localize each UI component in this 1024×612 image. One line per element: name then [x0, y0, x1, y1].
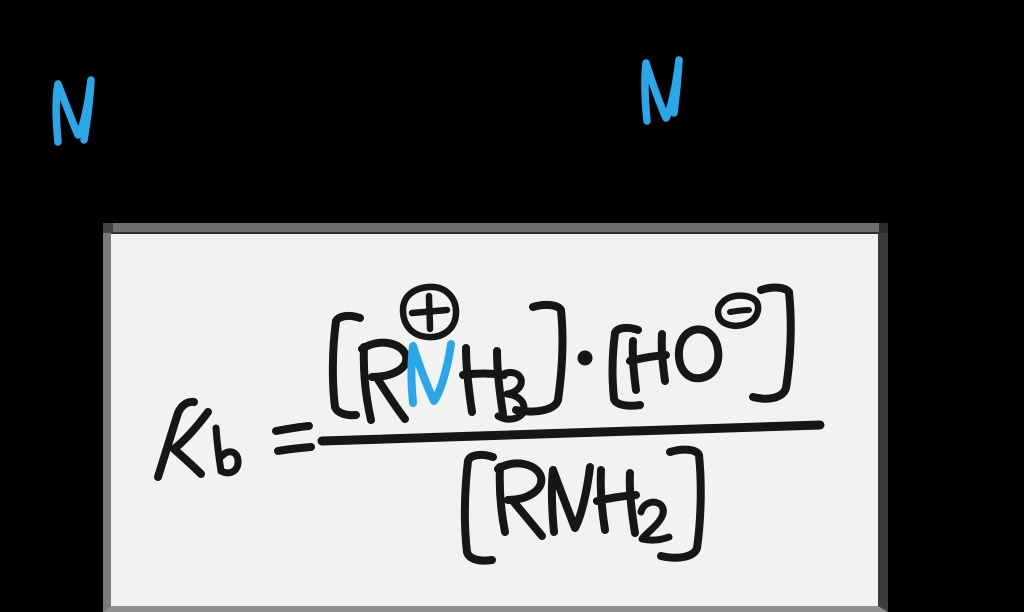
charge-circle: [714, 292, 762, 329]
dot-mark: [577, 350, 593, 366]
subscript-2: [637, 498, 673, 544]
fraction-bar: [317, 420, 825, 446]
open-bracket: [460, 450, 497, 565]
glyph-R-loop: [358, 338, 411, 381]
minus-charge-icon: [714, 292, 762, 329]
equals-stroke: [272, 422, 313, 435]
glyph-R-stem: [359, 343, 375, 424]
open-bracket: [328, 311, 364, 420]
equals-stroke: [274, 443, 315, 455]
glyph-b-subscript-stroke: [212, 424, 225, 475]
letter-n-stroke: [52, 76, 95, 146]
glyph-R-leg: [373, 374, 409, 423]
glyph-R-loop: [494, 459, 546, 504]
close-bracket: [657, 445, 705, 562]
glyph-R-stem: [495, 463, 509, 536]
open-bracket: [608, 323, 644, 410]
subscript-3: [494, 369, 528, 423]
glyph-N: [547, 463, 594, 536]
glyph-H-stroke: [625, 469, 639, 537]
kb-symbol: [154, 397, 242, 481]
glyph-H-crossbar: [626, 351, 670, 365]
glyph-O: [674, 325, 723, 383]
equals-sign: [272, 422, 315, 455]
nitrogen-label-right: [641, 56, 683, 125]
highlighted-nitrogen-glyph: [407, 340, 455, 407]
numerator-ho-term: [608, 283, 795, 410]
glyph-K-stroke: [170, 408, 212, 478]
charge-circle: [399, 283, 460, 341]
letter-n-stroke: [641, 56, 683, 125]
glyph-H-stroke: [493, 347, 507, 418]
numerator-rnh3-term: [328, 283, 567, 424]
glyph-R-leg: [509, 497, 546, 540]
denominator-rnh2-term: [460, 445, 705, 565]
plus-vertical: [425, 292, 434, 333]
glyph-H-crossbar: [593, 491, 640, 505]
nitrogen-label-left: [52, 76, 95, 146]
multiplication-dot: [577, 350, 593, 366]
glyph-b-subscript-stroke: [217, 448, 242, 477]
close-bracket: [749, 283, 795, 403]
close-bracket: [512, 300, 567, 416]
plus-charge-icon: [399, 283, 460, 341]
minus-horizontal: [727, 307, 752, 315]
glyph-H-stroke: [462, 344, 476, 416]
glyph-K-stroke: [154, 397, 198, 481]
glyph-H-stroke: [628, 337, 640, 394]
